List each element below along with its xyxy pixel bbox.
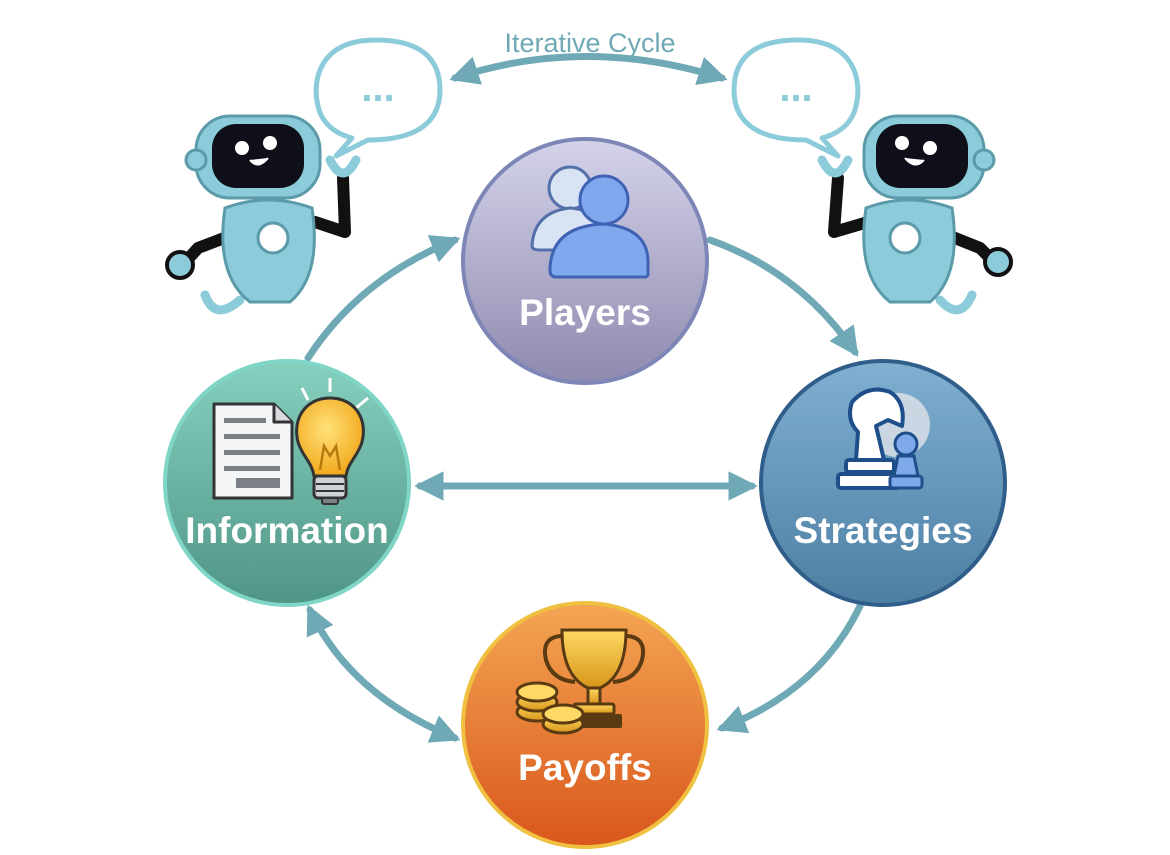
speech-bubble-left: ... <box>313 37 443 159</box>
lightbulb-icon <box>295 378 369 505</box>
payoffs-label: Payoffs <box>518 747 652 788</box>
bubble-ellipsis: ... <box>779 66 812 110</box>
robot-right-icon <box>817 114 1013 315</box>
node-strategies: Strategies <box>759 359 1007 607</box>
bubble-ellipsis: ... <box>361 66 394 110</box>
iterative-cycle-label: Iterative Cycle <box>504 28 675 58</box>
arrow-iterative-cycle <box>449 53 728 85</box>
speech-bubble-right: ... <box>731 37 861 159</box>
arrow-info-payoffs-bidirectional <box>306 604 461 743</box>
robot-left-icon <box>165 114 361 315</box>
arrow-strategies-to-payoffs <box>716 602 864 734</box>
arrow-info-to-players <box>304 235 461 362</box>
users-icon <box>530 165 650 279</box>
strategies-label: Strategies <box>794 510 973 551</box>
node-players: Players <box>461 137 709 385</box>
chess-knight-pawn-icon <box>836 387 930 490</box>
arrow-players-to-strategies <box>706 236 859 357</box>
node-information: Information <box>163 359 411 607</box>
players-label: Players <box>519 292 651 333</box>
coins-icon <box>515 681 585 735</box>
node-payoffs: Payoffs <box>461 601 709 849</box>
information-label: Information <box>185 510 388 551</box>
trophy-icon <box>543 628 645 728</box>
document-icon <box>212 402 294 500</box>
cycle-arrows <box>304 53 864 743</box>
